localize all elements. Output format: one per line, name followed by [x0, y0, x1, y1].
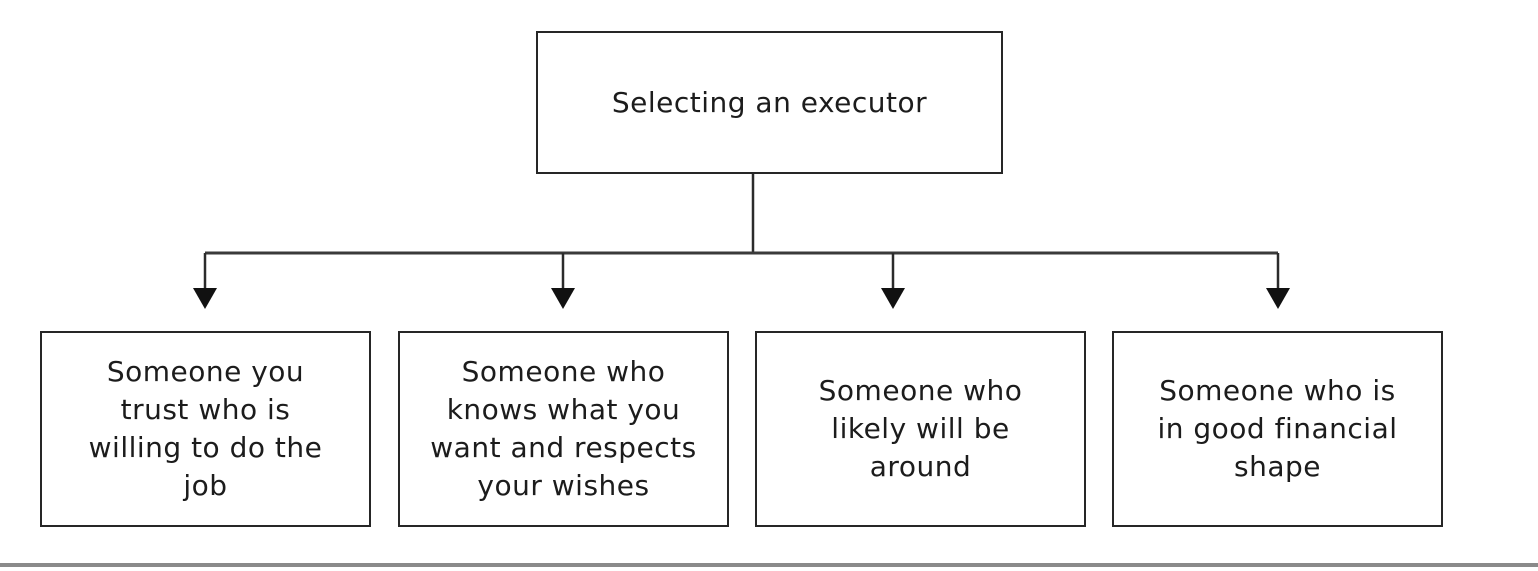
arrowhead-icon [1266, 288, 1290, 309]
child-node-trust-willing: Someone you trust who is willing to do t… [40, 331, 371, 527]
root-node-selecting-an-executor: Selecting an executor [536, 31, 1003, 174]
child-node-financial-shape: Someone who is in good financial shape [1112, 331, 1443, 527]
child-node-label: Someone who is in good financial shape [1157, 374, 1398, 483]
child-node-knows-respects: Someone who knows what you want and resp… [398, 331, 729, 527]
arrowhead-icon [193, 288, 217, 309]
root-node-label: Selecting an executor [611, 85, 928, 119]
child-node-label: Someone you trust who is willing to do t… [88, 355, 323, 502]
child-node-label: Someone who knows what you want and resp… [430, 355, 697, 502]
child-node-likely-around: Someone who likely will be around [755, 331, 1086, 527]
arrowhead-icon [551, 288, 575, 309]
child-node-label: Someone who likely will be around [818, 374, 1023, 483]
bottom-divider [0, 563, 1538, 567]
arrowhead-icon [881, 288, 905, 309]
